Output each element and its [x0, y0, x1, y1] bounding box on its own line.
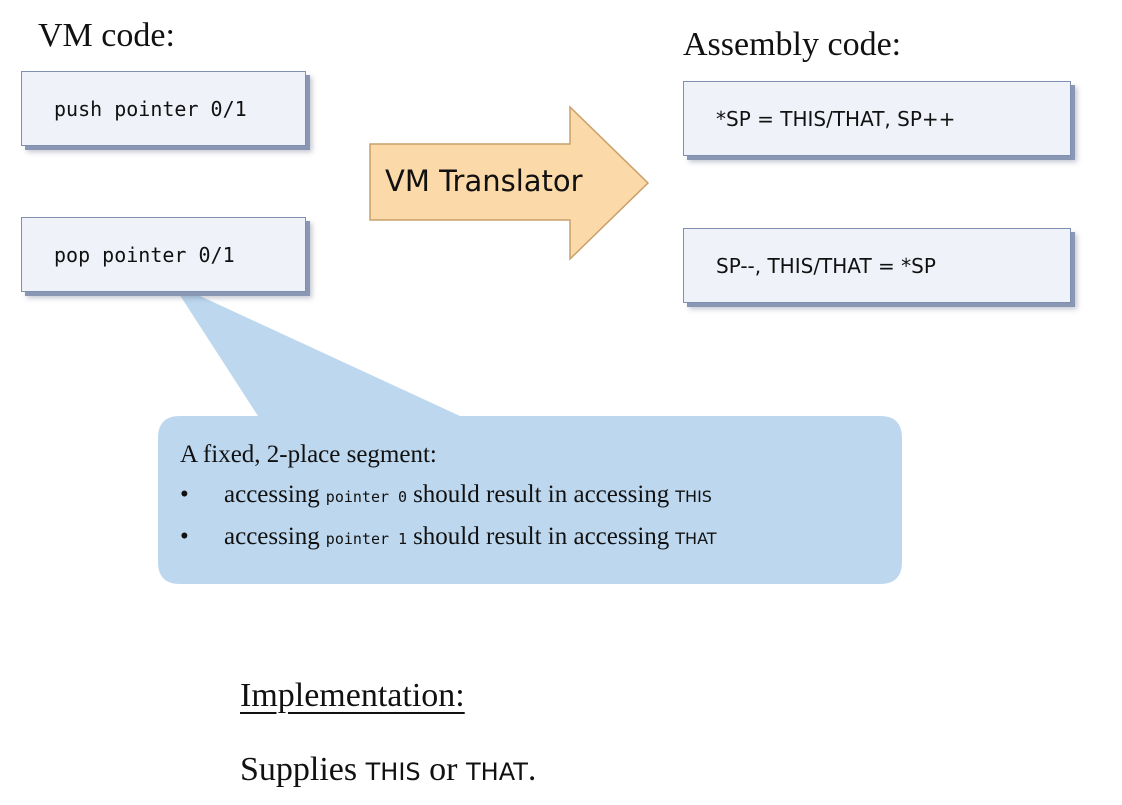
bullet-target: THAT	[675, 529, 717, 548]
vm-code-pop-text: pop pointer 0/1	[54, 242, 235, 267]
callout-bullet-pointer-0: • accessing pointer 0 should result in a…	[180, 480, 717, 512]
assembly-box-push: *SP = THIS/THAT, SP++	[683, 81, 1071, 156]
implementation-prefix: Supplies	[240, 751, 358, 788]
translator-arrow	[369, 105, 650, 261]
bullet-text-middle: should result in accessing	[413, 481, 670, 508]
implementation-text: Supplies THIS or THAT.	[240, 750, 536, 792]
implementation-title: Implementation:	[240, 677, 465, 714]
bullet-dot-icon: •	[180, 481, 189, 508]
implementation-suffix: .	[527, 751, 537, 788]
implementation-code-this: THIS	[365, 758, 421, 786]
callout-title: A fixed, 2-place segment:	[180, 441, 437, 468]
translator-label: VM Translator	[385, 164, 583, 198]
bullet-code: pointer 1	[325, 530, 408, 548]
assembly-code-heading: Assembly code:	[683, 26, 902, 63]
callout-content: A fixed, 2-place segment: • accessing po…	[180, 440, 717, 554]
bullet-text-before: accessing	[224, 523, 320, 550]
assembly-push-text: *SP = THIS/THAT, SP++	[716, 106, 956, 131]
bullet-text-before: accessing	[224, 481, 320, 508]
vm-code-box-pop: pop pointer 0/1	[21, 217, 306, 292]
bullet-text-middle: should result in accessing	[413, 523, 670, 550]
vm-code-push-text: push pointer 0/1	[54, 96, 247, 121]
vm-code-box-push: push pointer 0/1	[21, 71, 306, 146]
callout-bubble	[158, 283, 902, 584]
bullet-dot-icon: •	[180, 523, 189, 550]
assembly-pop-text: SP--, THIS/THAT = *SP	[716, 253, 936, 278]
implementation-code-that: THAT	[465, 758, 528, 786]
bullet-target: THIS	[675, 487, 712, 506]
bullet-code: pointer 0	[325, 488, 408, 506]
vm-code-heading: VM code:	[38, 17, 175, 54]
callout-bullet-pointer-1: • accessing pointer 1 should result in a…	[180, 522, 717, 554]
implementation-conjunction: or	[429, 751, 458, 788]
assembly-box-pop: SP--, THIS/THAT = *SP	[683, 228, 1071, 303]
